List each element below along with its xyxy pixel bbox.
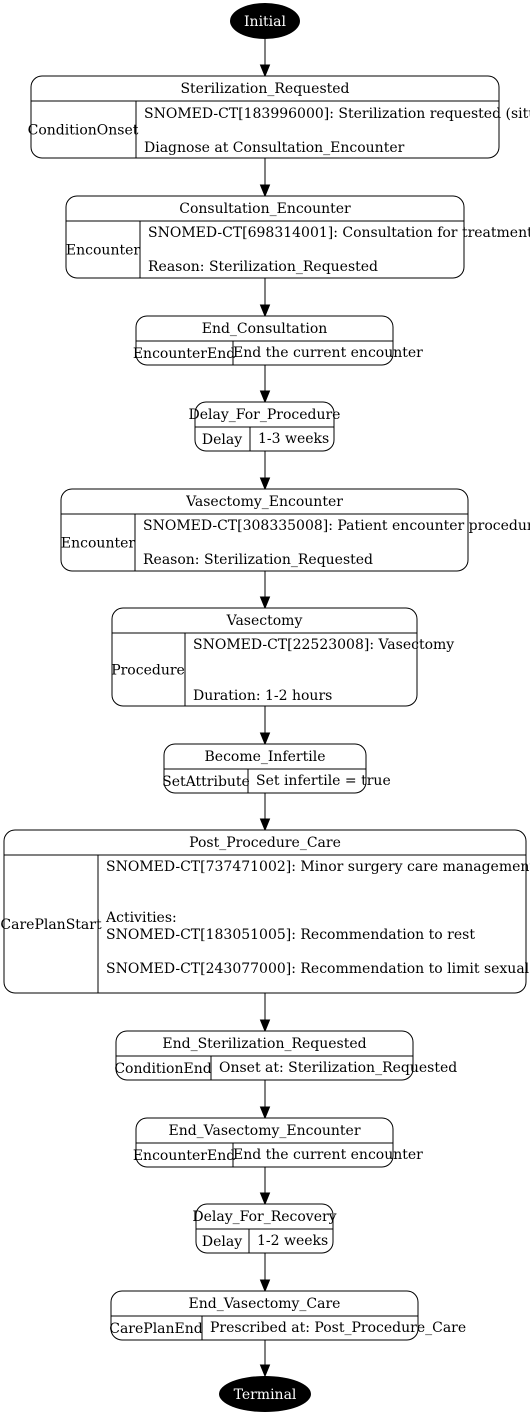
state-detail-line: SNOMED-CT[183996000]: Sterilization requ…	[144, 106, 530, 122]
state-detail-line: SNOMED-CT[698314001]: Consultation for t…	[148, 225, 530, 241]
state-detail-line: End the current encounter	[233, 1147, 423, 1163]
transition-arrow	[259, 1080, 271, 1120]
transition-arrow	[259, 706, 271, 746]
state-name: End_Vasectomy_Care	[189, 1296, 341, 1312]
state-detail-line: SNOMED-CT[737471002]: Minor surgery care…	[106, 859, 530, 875]
transition-arrow	[259, 39, 271, 78]
state-name: Delay_For_Procedure	[189, 407, 341, 423]
state-detail-line: SNOMED-CT[308335008]: Patient encounter …	[143, 518, 530, 534]
state-name: Vasectomy_Encounter	[185, 494, 343, 510]
state-detail-line: Set infertile = true	[256, 773, 391, 789]
state-type: Delay	[202, 1234, 242, 1250]
initial-node: Initial	[230, 3, 300, 39]
state-name: Vasectomy	[226, 613, 303, 629]
state-type: CarePlanStart	[0, 917, 102, 933]
terminal-node-label: Terminal	[234, 1387, 297, 1403]
state-type: Encounter	[66, 243, 140, 259]
state-name: Sterilization_Requested	[180, 81, 349, 97]
state-type: ConditionEnd	[114, 1061, 211, 1077]
transition-arrow	[259, 365, 271, 404]
transition-arrow	[259, 1253, 271, 1293]
state-type: EncounterEnd	[133, 1148, 235, 1164]
state-detail-line: Diagnose at Consultation_Encounter	[144, 140, 405, 156]
state-detail-line: Prescribed at: Post_Procedure_Care	[210, 1320, 466, 1336]
state-name: End_Vasectomy_Encounter	[168, 1123, 360, 1139]
transition-arrow	[259, 278, 271, 318]
state-type: EncounterEnd	[133, 346, 235, 362]
state-name: Consultation_Encounter	[179, 201, 351, 217]
state-detail-line: SNOMED-CT[243077000]: Recommendation to …	[106, 961, 530, 977]
transition-arrow	[259, 1340, 271, 1378]
state-name: Post_Procedure_Care	[189, 835, 341, 851]
state-detail-line: 1-3 weeks	[258, 431, 329, 447]
state-detail-line: Duration: 1-2 hours	[193, 688, 332, 704]
state-type: SetAttribute	[162, 774, 250, 790]
state-type: Procedure	[111, 663, 185, 679]
initial-node-label: Initial	[244, 14, 286, 30]
state-type: CarePlanEnd	[109, 1321, 203, 1337]
state-detail-line: Reason: Sterilization_Requested	[143, 552, 373, 568]
state-name: End_Sterilization_Requested	[162, 1036, 366, 1052]
state-detail-line: 1-2 weeks	[257, 1233, 328, 1249]
state-node-post-procedure-care: Post_Procedure_CareCarePlanStartSNOMED-C…	[0, 829, 530, 994]
state-detail-line: Reason: Sterilization_Requested	[148, 259, 378, 275]
state-type: Delay	[202, 432, 242, 448]
state-type: Encounter	[61, 536, 135, 552]
state-detail-line: SNOMED-CT[22523008]: Vasectomy	[193, 637, 454, 653]
state-name: Delay_For_Recovery	[192, 1209, 336, 1225]
terminal-node: Terminal	[219, 1376, 311, 1412]
transition-arrow	[259, 793, 271, 832]
transition-arrow	[259, 158, 271, 198]
state-detail-line: SNOMED-CT[183051005]: Recommendation to …	[106, 927, 475, 943]
state-name: End_Consultation	[202, 321, 328, 337]
transition-arrow	[259, 993, 271, 1033]
transition-arrow	[259, 571, 271, 610]
transition-arrow	[259, 1167, 271, 1206]
state-detail-line: Activities:	[105, 910, 177, 926]
transition-arrow	[259, 451, 271, 491]
state-type: ConditionOnset	[28, 123, 139, 139]
state-detail-line: Onset at: Sterilization_Requested	[219, 1060, 457, 1076]
state-name: Become_Infertile	[205, 749, 326, 765]
state-detail-line: End the current encounter	[233, 345, 423, 361]
